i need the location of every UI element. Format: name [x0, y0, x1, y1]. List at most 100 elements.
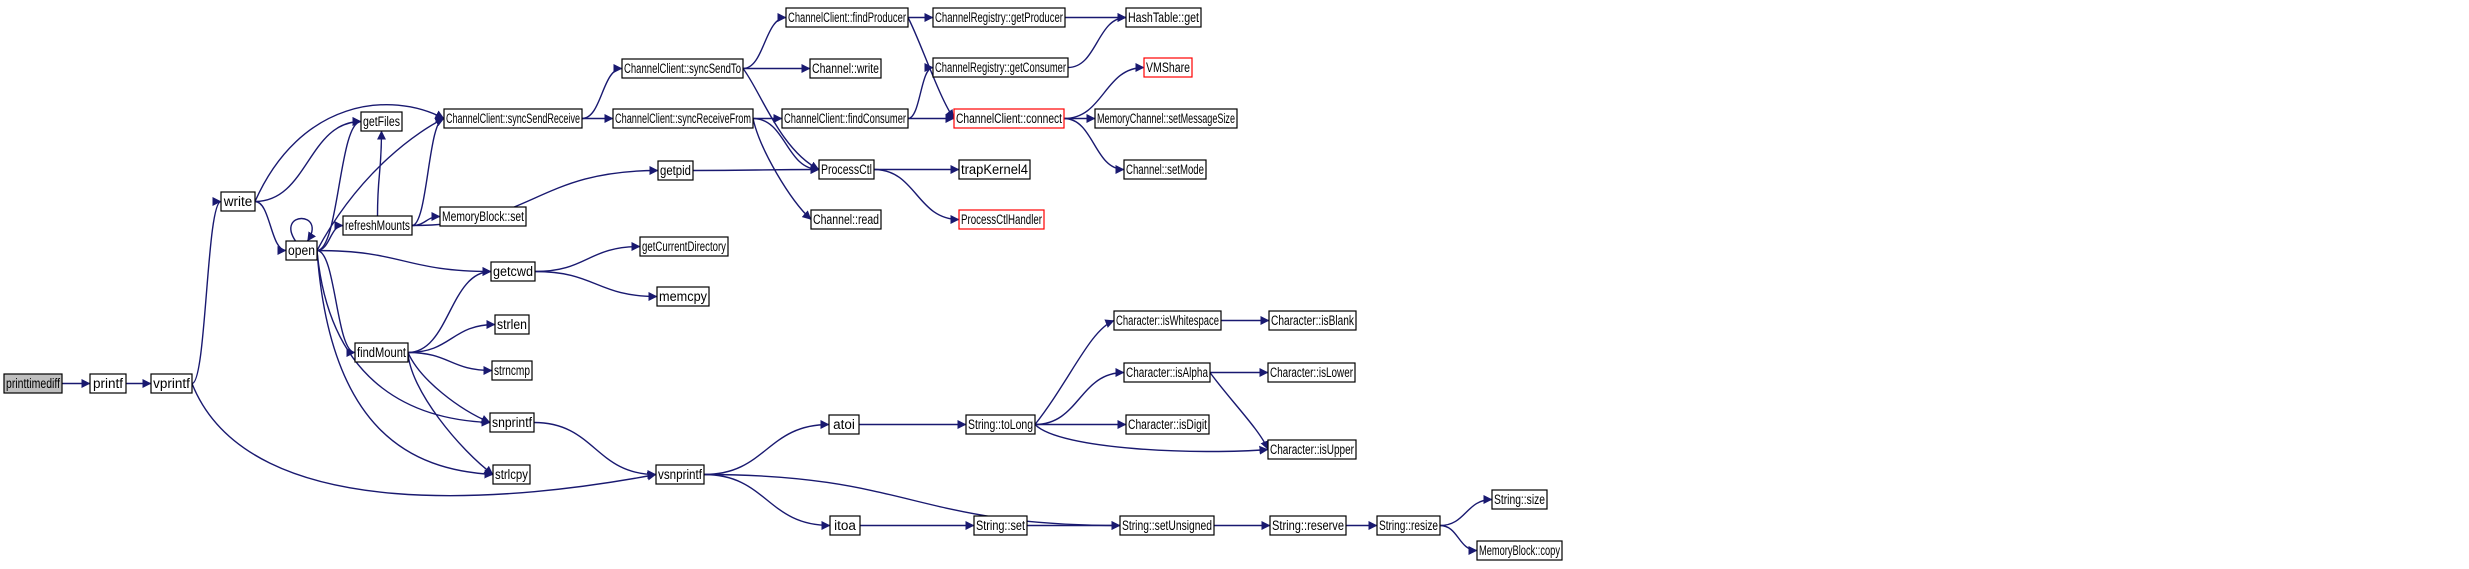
node-label: MemoryBlock::set [442, 209, 524, 224]
node-channel-write[interactable]: Channel::write [809, 58, 882, 79]
edge-string-to-long-to-character-is-alpha [1034, 368, 1125, 426]
node-strlcpy[interactable]: strlcpy [492, 464, 531, 485]
node-label: Character::isLower [1270, 365, 1353, 380]
edge-channel-registry-get-consumer-to-hash-table-get [1067, 13, 1127, 69]
edge-character-is-alpha-to-character-is-upper [1209, 372, 1269, 450]
edge-vsnprintf-to-itoa [703, 473, 831, 530]
node-label: snprintf [492, 415, 532, 430]
node-box [285, 240, 318, 261]
node-channel-client-sync-receive-from[interactable]: ChannelClient::syncReceiveFrom [612, 108, 754, 129]
node-string-reserve[interactable]: String::reserve [1269, 515, 1347, 536]
node-label: getFiles [363, 114, 400, 129]
edge-vsnprintf-to-string-set-unsigned [703, 473, 1121, 530]
node-channel-read[interactable]: Channel::read [810, 209, 882, 230]
node-trap-kernel4[interactable]: trapKernel4 [958, 159, 1031, 180]
node-process-ctl[interactable]: ProcessCtl [818, 159, 875, 180]
node-itoa[interactable]: itoa [829, 515, 861, 536]
node-box [89, 373, 127, 394]
node-string-resize[interactable]: String::resize [1376, 515, 1441, 536]
node-label: strlen [497, 317, 527, 332]
node-channel-client-sync-send-to[interactable]: ChannelClient::syncSendTo [621, 58, 744, 79]
node-get-files[interactable]: getFiles [360, 111, 403, 132]
node-box [656, 286, 710, 307]
node-box [360, 111, 403, 132]
node-label: itoa [834, 518, 856, 533]
node-character-is-upper[interactable]: Character::isUpper [1267, 439, 1357, 460]
node-box [958, 159, 1031, 180]
node-channel-client-connect[interactable]: ChannelClient::connect [953, 108, 1065, 129]
node-channel-registry-get-consumer[interactable]: ChannelRegistry::getConsumer [932, 57, 1069, 78]
node-label: String::size [1494, 492, 1545, 507]
node-get-current-directory[interactable]: getCurrentDirectory [639, 236, 729, 257]
edge-channel-client-find-consumer-to-channel-registry-get-consumer [907, 63, 934, 120]
node-strlen[interactable]: strlen [494, 314, 530, 335]
edge-channel-client-connect-to-channel-set-mode [1063, 117, 1125, 174]
node-strncmp[interactable]: strncmp [491, 360, 533, 381]
node-refresh-mounts[interactable]: refreshMounts [342, 215, 413, 236]
edge-find-mount-to-strncmp [407, 351, 493, 375]
node-find-mount[interactable]: findMount [354, 342, 409, 363]
node-label: ChannelClient::findConsumer [784, 111, 906, 126]
node-string-set-unsigned[interactable]: String::setUnsigned [1119, 515, 1215, 536]
edge-write-to-open [254, 200, 287, 255]
edge-find-mount-to-strlen [407, 320, 496, 354]
node-memory-channel-set-message-size[interactable]: MemoryChannel::setMessageSize [1094, 108, 1238, 129]
node-box [220, 191, 256, 212]
edge-string-to-long-to-character-is-upper [1034, 424, 1269, 455]
node-box [1094, 108, 1238, 129]
node-character-is-whitespace[interactable]: Character::isWhitespace [1113, 310, 1222, 331]
node-printf[interactable]: printf [89, 373, 127, 394]
node-box [932, 7, 1066, 28]
node-open[interactable]: open [285, 240, 318, 261]
node-label: strncmp [494, 363, 530, 378]
node-channel-set-mode[interactable]: Channel::setMode [1123, 159, 1207, 180]
node-write[interactable]: write [220, 191, 256, 212]
node-character-is-alpha[interactable]: Character::isAlpha [1123, 362, 1211, 383]
node-memory-block-copy[interactable]: MemoryBlock::copy [1476, 540, 1563, 561]
node-channel-client-find-producer[interactable]: ChannelClient::findProducer [785, 7, 909, 28]
node-box [1267, 362, 1356, 383]
node-box [439, 206, 527, 227]
node-string-to-long[interactable]: String::toLong [965, 414, 1036, 435]
node-memory-block-set[interactable]: MemoryBlock::set [439, 206, 527, 227]
node-hash-table-get[interactable]: HashTable::get [1125, 7, 1202, 28]
node-label: vprintf [153, 376, 190, 391]
node-character-is-lower[interactable]: Character::isLower [1267, 362, 1356, 383]
node-label: ChannelClient::syncReceiveFrom [615, 111, 751, 126]
node-getpid[interactable]: getpid [657, 160, 694, 181]
node-string-size[interactable]: String::size [1491, 489, 1548, 510]
node-label: strlcpy [495, 467, 528, 482]
node-printtimediff[interactable]: printtimediff [3, 373, 63, 394]
node-vprintf[interactable]: vprintf [150, 373, 193, 394]
node-box [1491, 489, 1548, 510]
edge-channel-client-sync-send-receive-to-channel-client-sync-send-to [581, 64, 623, 120]
edge-refresh-mounts-to-get-files [376, 130, 386, 217]
node-character-is-digit[interactable]: Character::isDigit [1125, 414, 1210, 435]
node-channel-registry-get-producer[interactable]: ChannelRegistry::getProducer [932, 7, 1066, 28]
node-string-set[interactable]: String::set [973, 515, 1028, 536]
node-label: String::set [976, 518, 1025, 533]
node-vmshare[interactable]: VMShare [1143, 57, 1193, 78]
node-vsnprintf[interactable]: vsnprintf [655, 464, 705, 485]
edge-getcwd-to-memcpy [534, 270, 658, 301]
node-memcpy[interactable]: memcpy [656, 286, 710, 307]
node-label: Channel::read [813, 212, 879, 227]
node-channel-client-find-consumer[interactable]: ChannelClient::findConsumer [781, 108, 909, 129]
node-snprintf[interactable]: snprintf [489, 412, 535, 433]
edge-vprintf-to-write [191, 197, 222, 385]
node-atoi[interactable]: atoi [828, 414, 860, 435]
edge-open-to-refresh-mounts [316, 221, 344, 252]
node-label: printtimediff [6, 376, 60, 391]
node-character-is-blank[interactable]: Character::isBlank [1268, 310, 1357, 331]
node-getcwd[interactable]: getcwd [490, 261, 536, 282]
node-label: MemoryBlock::copy [1479, 543, 1560, 558]
edge-find-mount-to-strlcpy [407, 352, 494, 476]
node-box [1143, 57, 1193, 78]
node-box [639, 236, 729, 257]
node-label: String::reserve [1272, 518, 1344, 533]
edge-open-to-getcwd [316, 249, 492, 276]
node-label: printf [93, 376, 123, 391]
node-channel-client-sync-send-receive[interactable]: ChannelClient::syncSendReceive [443, 108, 583, 129]
node-process-ctl-handler[interactable]: ProcessCtlHandler [958, 209, 1045, 230]
node-box [1125, 7, 1202, 28]
